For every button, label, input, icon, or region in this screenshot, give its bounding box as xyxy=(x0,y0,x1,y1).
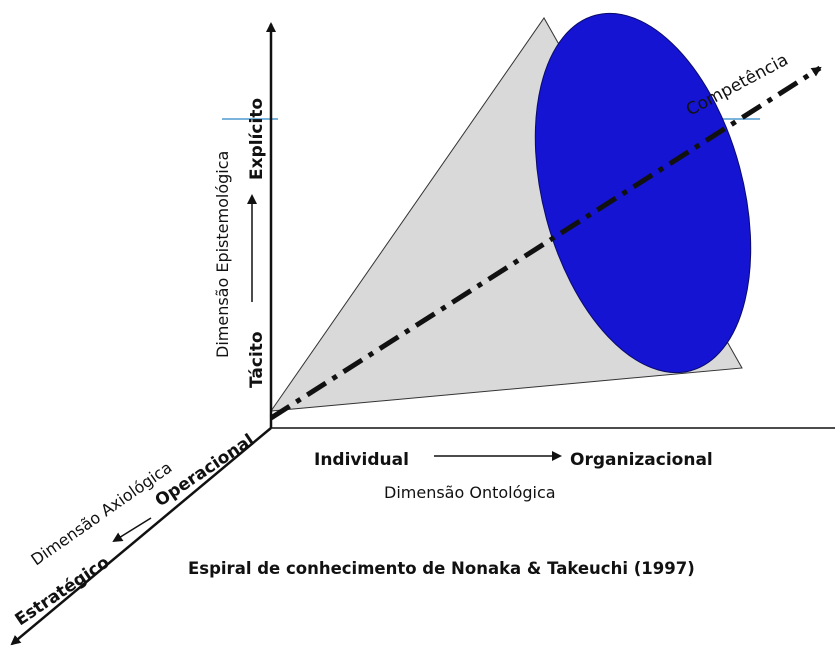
epistemological-start-label: Tácito xyxy=(247,331,267,388)
axiological-end-label: Estratégico xyxy=(12,553,114,631)
cone-base-ellipse xyxy=(534,12,752,374)
diagram-caption: Espiral de conhecimento de Nonaka & Take… xyxy=(188,559,695,578)
epistemological-axis-title: Dimensão Epistemológica xyxy=(213,151,232,358)
ontological-axis-title: Dimensão Ontológica xyxy=(384,483,556,502)
ontological-end-label: Organizacional xyxy=(570,450,713,470)
axiological-direction-arrow xyxy=(112,517,152,543)
axiological-axis-line xyxy=(10,427,272,646)
ontological-start-label: Individual xyxy=(314,450,409,470)
epistemological-end-label: Explícito xyxy=(247,98,267,180)
